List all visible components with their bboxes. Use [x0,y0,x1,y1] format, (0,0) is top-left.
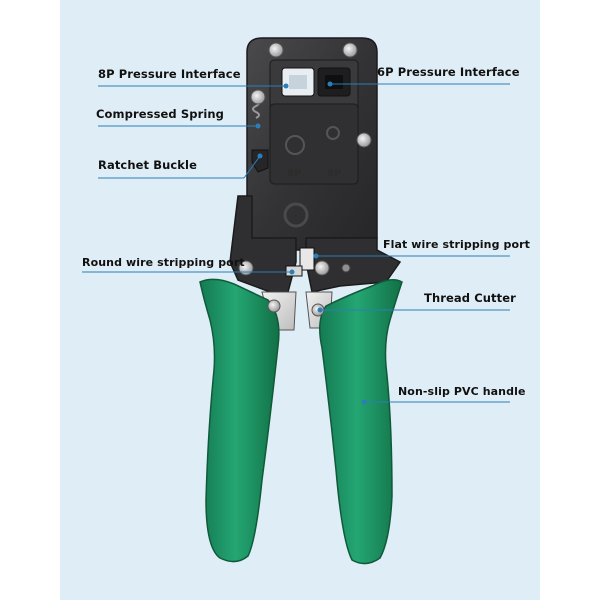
screw-jaw-right [314,260,330,276]
right-handle [319,279,403,565]
die-8p-inner [289,75,307,89]
dot-ratchet [257,153,263,159]
left-handle [199,278,280,563]
dot-8p [283,83,289,89]
die-6p-inner [325,75,343,89]
ring-left [285,135,305,155]
leader-dots [255,81,367,405]
screw-jaw-dot [341,263,351,273]
dot-handle [361,399,367,405]
screw-right-mid [356,132,372,148]
screw-left-mid [250,89,266,105]
dot-flat [313,253,319,259]
dot-6p [327,81,333,87]
crimp-block [269,103,359,185]
label-spring: Compressed Spring [96,107,224,121]
label-handle: Non-slip PVC handle [398,385,526,398]
die-mark-8p: 8P [287,168,301,179]
label-round-port: Round wire stripping port [82,256,245,269]
label-8p-interface: 8P Pressure Interface [98,67,241,81]
pivot-ring [283,202,309,228]
label-flat-port: Flat wire stripping port [383,238,530,251]
ratchet-pawl [251,149,269,173]
screw-blade-left [267,299,281,313]
screws [238,42,372,317]
flat-port-slot [299,247,315,271]
screw-top-left [268,42,284,58]
dot-cutter [317,307,323,313]
ring-right [326,126,340,140]
screw-top-right [342,42,358,58]
leader-ratchet-b [243,155,261,179]
dot-round [289,269,295,275]
label-ratchet: Ratchet Buckle [98,158,197,172]
tool-body: 8P 6P [229,37,402,293]
die-mark-6p: 6P [327,168,341,179]
leader-lines [82,83,510,403]
dot-spring [255,123,261,129]
label-cutter: Thread Cutter [424,291,516,305]
label-6p-interface: 6P Pressure Interface [377,65,520,79]
